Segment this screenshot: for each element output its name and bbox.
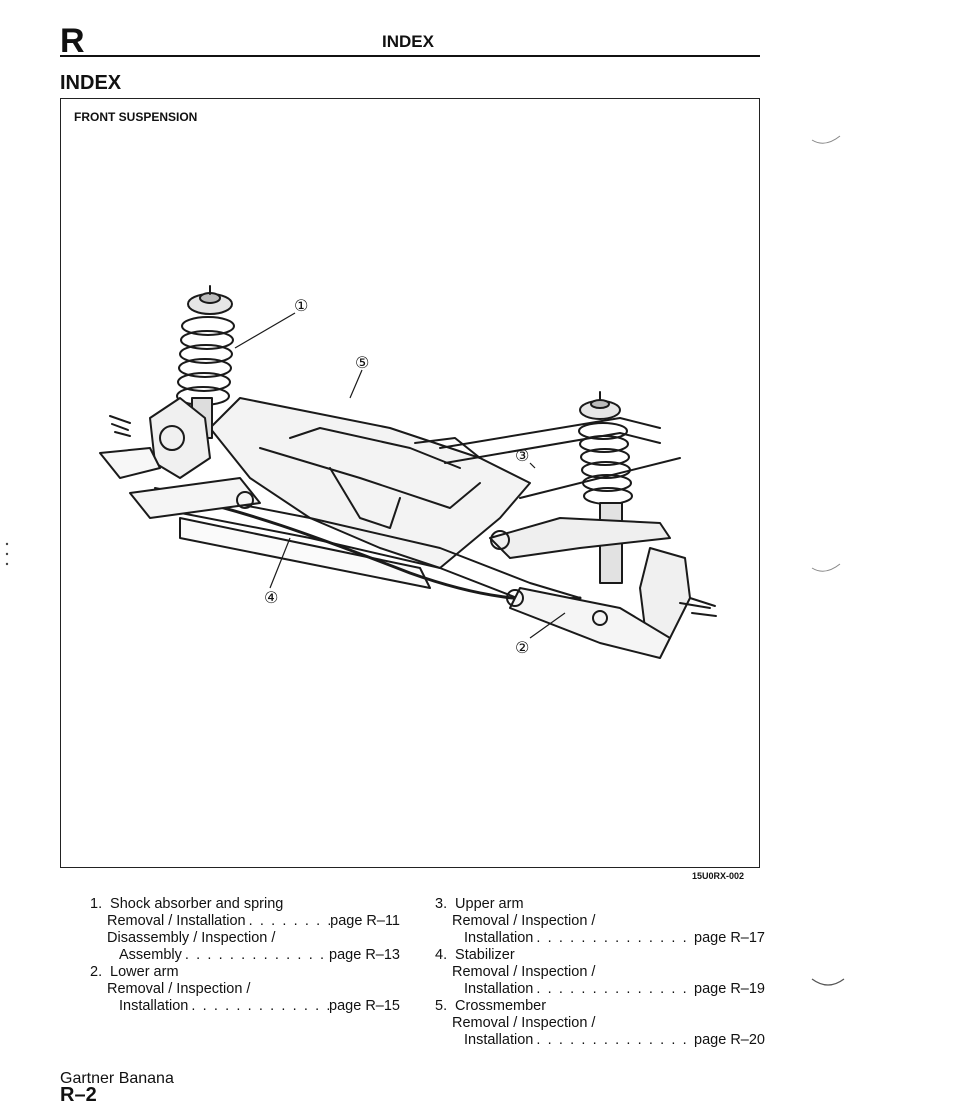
crossmember-shape [209, 397, 531, 569]
index-line: Removal / Installation . . . . . . . . .… [107, 913, 400, 929]
callout-4: ④ [264, 588, 278, 607]
index-line: Installation . . . . . . . . . . . . . .… [464, 930, 765, 946]
index-item-title: 2. Lower arm [90, 964, 179, 980]
figure-title: FRONT SUSPENSION [74, 110, 198, 124]
dot-leader: . . . . . . . . . . . . . . . . . . . . … [191, 998, 329, 1014]
page-reference[interactable]: page R–17 [694, 930, 765, 946]
right-lower-arm [509, 587, 671, 659]
dot-leader: . . . . . . . . . . . . . . . . . . . . … [536, 930, 694, 946]
page-reference[interactable]: page R–15 [329, 998, 400, 1014]
callout-2: ② [515, 638, 529, 657]
callout-1: ① [294, 296, 308, 315]
index-item-1: 1. Shock absorber and spring Removal / I… [90, 896, 400, 964]
right-upper-arm [489, 517, 671, 559]
header-title: INDEX [382, 32, 434, 51]
page-heading: INDEX [60, 72, 122, 94]
index-item-2: 2. Lower arm Removal / Inspection / Inst… [90, 964, 400, 1015]
index-column-left: 1. Shock absorber and spring Removal / I… [90, 896, 400, 1015]
left-lower-arm [129, 477, 261, 519]
index-line: Installation . . . . . . . . . . . . . .… [464, 981, 765, 997]
frame-rail [154, 487, 581, 599]
index-line: Disassembly / Inspection / [107, 930, 276, 946]
index-line: Installation . . . . . . . . . . . . . .… [464, 1032, 765, 1048]
footer-page-number: R–2 [60, 1084, 97, 1106]
index-item-5: 5. Crossmember Removal / Inspection / In… [435, 998, 765, 1049]
callout-3: ③ [515, 446, 529, 465]
index-item-title: 5. Crossmember [435, 998, 547, 1014]
section-letter: R [60, 22, 85, 60]
index-line: Installation . . . . . . . . . . . . . .… [119, 998, 400, 1014]
figure-code: 15U0RX-002 [692, 871, 745, 881]
page-reference[interactable]: page R–20 [694, 1032, 765, 1048]
footer-brand: Gartner Banana [60, 1070, 174, 1087]
index-item-title: 1. Shock absorber and spring [90, 896, 284, 912]
page-reference[interactable]: page R–11 [330, 913, 400, 929]
front-suspension-illustration: ① ⑤ ③ ④ ② [99, 285, 717, 659]
index-line: Removal / Inspection / [452, 913, 596, 929]
index-line: Removal / Inspection / [452, 1015, 596, 1031]
dot-leader: . . . . . . . . . . . . . . . . . . . . … [248, 913, 331, 929]
margin-scan-mark [811, 978, 845, 986]
index-item-3: 3. Upper arm Removal / Inspection / Inst… [435, 896, 765, 947]
index-line: Removal / Inspection / [452, 964, 596, 980]
page-reference[interactable]: page R–19 [694, 981, 765, 997]
figure-frame [60, 98, 760, 868]
page-reference[interactable]: page R–13 [329, 947, 400, 963]
index-item-title: 4. Stabilizer [435, 947, 515, 963]
index-column-right: 3. Upper arm Removal / Inspection / Inst… [435, 896, 765, 1049]
index-line: Assembly . . . . . . . . . . . . . . . .… [119, 947, 400, 963]
margin-scan-mark [811, 563, 841, 572]
margin-scan-mark [5, 542, 9, 566]
index-item-title: 3. Upper arm [435, 896, 524, 912]
margin-scan-mark [811, 135, 841, 144]
callout-5: ⑤ [355, 353, 369, 372]
dot-leader: . . . . . . . . . . . . . . . . . . . . … [536, 1032, 694, 1048]
dot-leader: . . . . . . . . . . . . . . . . . . . . … [536, 981, 694, 997]
header-rule [60, 55, 760, 57]
index-item-4: 4. Stabilizer Removal / Inspection / Ins… [435, 947, 765, 998]
dot-leader: . . . . . . . . . . . . . . . . . . . . … [184, 947, 329, 963]
index-line: Removal / Inspection / [107, 981, 251, 997]
